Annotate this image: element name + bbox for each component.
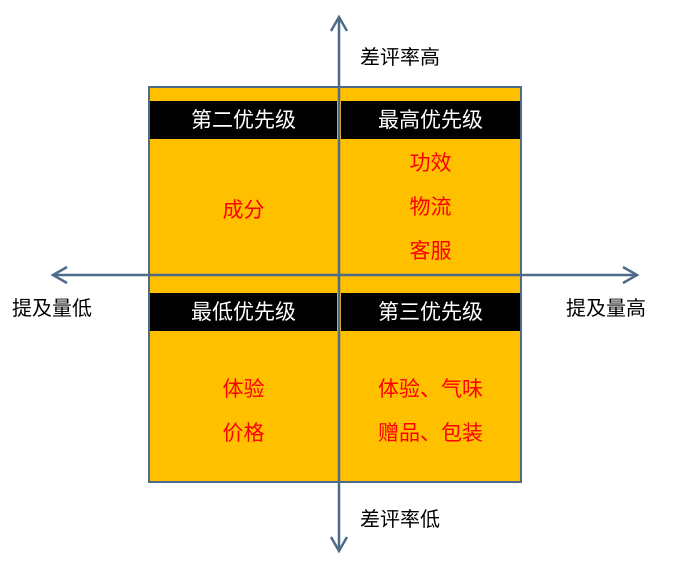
axis-label-y-bottom: 差评率低 — [360, 507, 440, 531]
list-item: 体验、气味 — [378, 377, 483, 401]
list-item: 体验 — [222, 377, 265, 401]
list-item: 价格 — [222, 421, 265, 445]
list-item: 物流 — [409, 195, 452, 219]
arrow-right-icon — [622, 265, 640, 285]
list-item: 功效 — [409, 151, 452, 175]
list-item: 客服 — [409, 239, 452, 263]
quadrant-items-top-right: 功效 物流 客服 — [341, 141, 520, 273]
list-item: 赠品、包装 — [378, 421, 483, 445]
arrow-left-icon — [50, 265, 68, 285]
arrow-up-icon — [329, 14, 349, 32]
axis-label-x-left: 提及量低 — [12, 296, 92, 320]
quadrant-header-bottom-left: 最低优先级 — [150, 293, 337, 331]
quadrant-items-top-left: 成分 — [150, 188, 337, 232]
axis-label-y-top: 差评率高 — [360, 45, 440, 69]
axis-label-x-right: 提及量高 — [566, 296, 646, 320]
priority-matrix — [148, 86, 522, 483]
arrow-down-icon — [329, 536, 349, 554]
quadrant-items-bottom-left: 体验 价格 — [150, 367, 337, 455]
list-item: 成分 — [222, 198, 265, 222]
quadrant-header-bottom-right: 第三优先级 — [341, 293, 520, 331]
quadrant-header-top-left: 第二优先级 — [150, 101, 337, 139]
quadrant-items-bottom-right: 体验、气味 赠品、包装 — [341, 367, 520, 455]
quadrant-header-top-right: 最高优先级 — [341, 101, 520, 139]
